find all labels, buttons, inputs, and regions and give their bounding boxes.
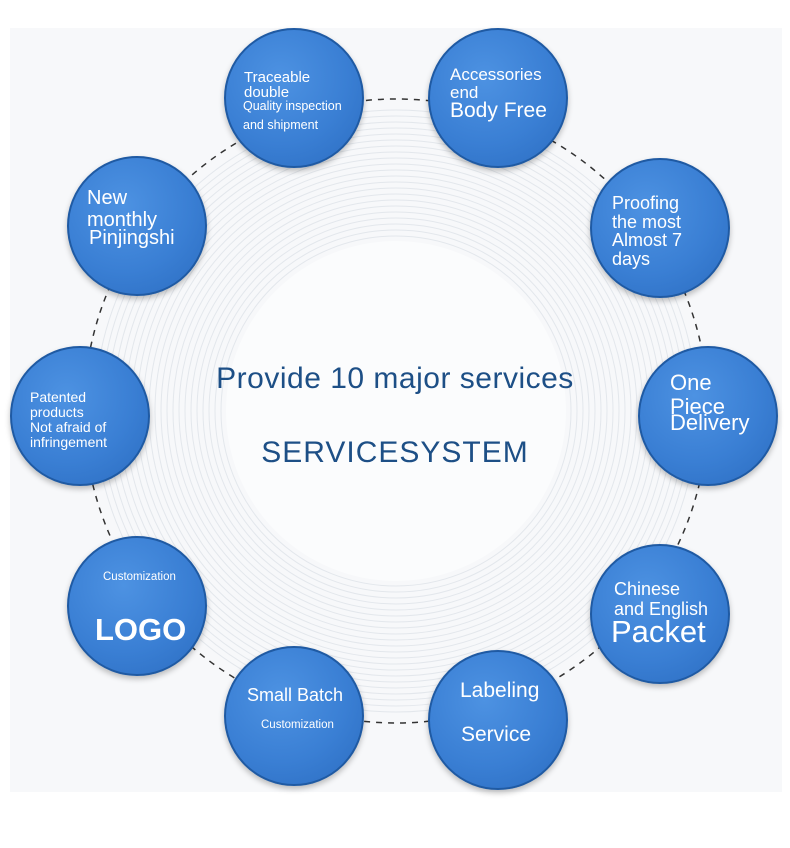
node-text-line: LOGO [95, 612, 187, 647]
node-text-line: Customization [103, 571, 176, 583]
center-title: Provide 10 major services [216, 362, 574, 395]
node-text-line: Accessories [450, 65, 542, 84]
node-text-line: and English [614, 599, 709, 619]
node-text-line: Traceable [244, 69, 311, 86]
node-text-line: One [670, 370, 712, 395]
node-text-line: Service [461, 723, 532, 746]
service-node-one-piece: One Piece Delivery [638, 346, 778, 486]
node-text-line: Proofing [612, 193, 680, 213]
decorative-ring [208, 223, 584, 599]
node-text-line: days [612, 249, 651, 269]
service-node-labeling: Labeling Service [428, 650, 568, 790]
decorative-ring [196, 211, 596, 611]
node-text-line: Chinese [614, 579, 681, 599]
node-text-line: Customization [261, 719, 334, 731]
decorative-ring [220, 235, 572, 587]
node-text-line: Patented [30, 389, 87, 405]
decorative-ring [184, 199, 608, 623]
node-text-line: monthly [87, 209, 158, 231]
decorative-ring [214, 229, 578, 593]
center-subtitle: SERVICESYSTEM [261, 436, 529, 469]
decorative-ring [160, 175, 632, 647]
node-text-line: infringement [30, 434, 108, 450]
service-node-traceable: Traceable double Quality inspection and … [224, 28, 364, 168]
decorative-ring [178, 193, 614, 629]
node-text-line: Almost 7 [612, 230, 683, 250]
service-node-proofing: Proofing the most Almost 7 days [590, 158, 730, 298]
node-text-line: Labeling [460, 679, 540, 702]
node-text-line: New [87, 187, 128, 209]
node-text-line: Delivery [670, 410, 750, 435]
node-text-line: Piece [670, 394, 726, 419]
service-node-patented: Patented products Not afraid of infringe… [10, 346, 150, 486]
node-text-line: Body Free [450, 99, 547, 122]
decorative-ring [190, 205, 602, 617]
service-node-logo: Customization LOGO [67, 536, 207, 676]
decorative-ring [172, 187, 620, 635]
node-text-line: end [450, 83, 479, 102]
node-text-line: the most [612, 212, 682, 232]
service-node-packet: Chinese and English Packet [590, 544, 730, 684]
decorative-ring [154, 169, 638, 653]
decorative-ring [202, 217, 590, 605]
service-node-accessories: Accessories end Body Free [428, 28, 568, 168]
service-node-new-monthly: New monthly Pinjingshi [67, 156, 207, 296]
node-text-line: products [30, 404, 84, 420]
node-text-line: and shipment [243, 118, 319, 132]
center-disc [226, 241, 566, 581]
node-text-line: Pinjingshi [89, 227, 175, 249]
node-text-line: Not afraid of [30, 419, 107, 435]
service-node-small-batch: Small Batch Customization [224, 646, 364, 786]
node-text-line: Quality inspection [243, 99, 342, 113]
decorative-ring [166, 181, 626, 641]
node-text-line: double [244, 84, 290, 101]
node-text-line: Small Batch [247, 685, 344, 705]
node-text-line: Packet [611, 614, 706, 649]
